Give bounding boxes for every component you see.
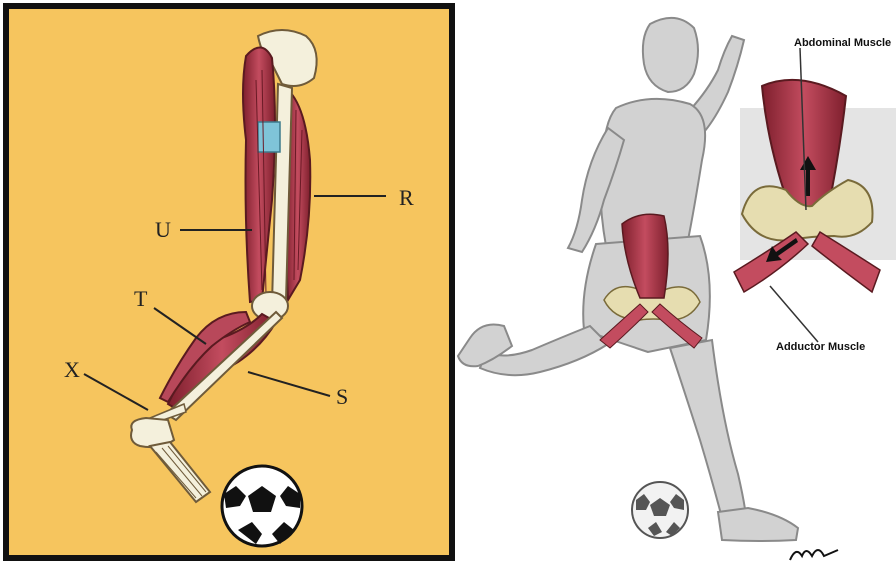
label-t: T [134,286,148,311]
player-standing-foot [718,508,798,541]
artist-signature [790,550,838,560]
adductor-muscle-label: Adductor Muscle [776,341,865,353]
knee-joint [252,292,288,320]
abdominal-muscle-label: Abdominal Muscle [794,37,891,49]
soccer-ball-icon [222,466,302,546]
label-x: X [64,357,80,382]
kicking-player-panel: Abdominal Muscle Adductor Muscle [458,18,896,560]
player-head [643,18,698,92]
leg-muscle-panel: R U T X S [3,3,455,561]
adductor-leader [770,286,818,342]
soccer-ball-icon [632,482,688,538]
label-u: U [155,217,171,242]
label-s: S [336,384,348,409]
label-r: R [399,185,414,210]
panel-background [9,9,449,555]
tendon-patch [258,122,280,152]
